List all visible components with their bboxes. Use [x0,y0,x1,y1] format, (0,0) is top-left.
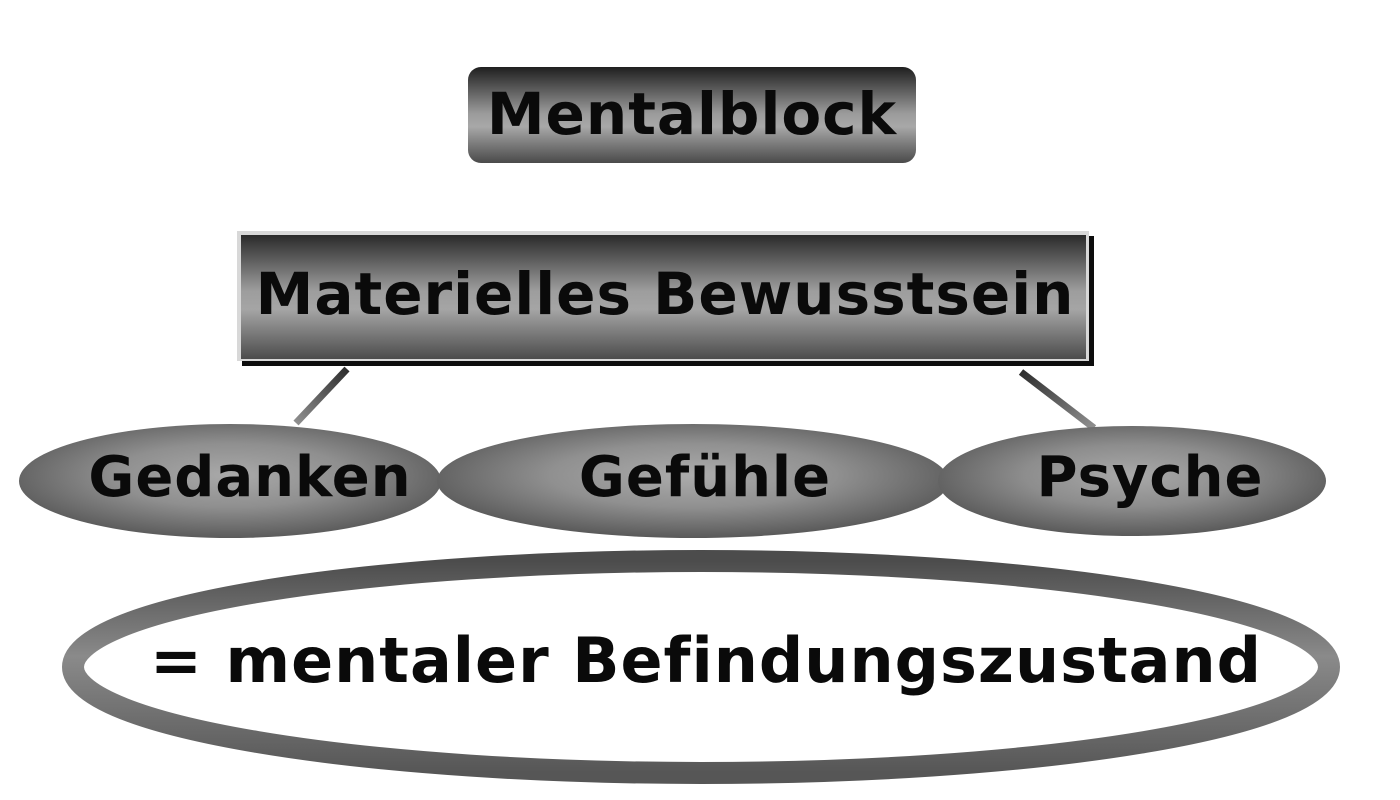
node-gefuehle-shape[interactable] [437,424,949,538]
node-psyche-shape[interactable] [938,426,1326,536]
node-gedanken-label: Gedanken [88,445,411,510]
connector-bewusstsein-to-psyche [1018,369,1097,431]
node-mentalblock[interactable]: Mentalblock [468,67,916,163]
node-materielles-bewusstsein-shape[interactable] [241,235,1086,359]
node-mentalblock-label: Mentalblock [487,80,898,148]
node-gefuehle[interactable]: Gefühle [437,424,949,538]
connector-bewusstsein-to-gedanken [293,366,350,426]
node-befindungszustand[interactable]: = mentaler Befindungszustand [62,550,1340,784]
node-materielles-bewusstsein[interactable]: Materielles Bewusstsein [237,231,1094,366]
node-gedanken-shape[interactable] [19,424,441,538]
node-befindungszustand-label: = mentaler Befindungszustand [150,624,1262,697]
node-psyche-label: Psyche [1037,445,1264,510]
node-mentalblock-shape[interactable] [468,67,916,163]
node-befindungszustand-shape[interactable] [62,550,1340,784]
node-gefuehle-label: Gefühle [579,445,831,510]
node-materielles-bewusstsein-label: Materielles Bewusstsein [256,260,1075,328]
node-gedanken[interactable]: Gedanken [19,424,441,538]
node-psyche[interactable]: Psyche [938,426,1326,536]
